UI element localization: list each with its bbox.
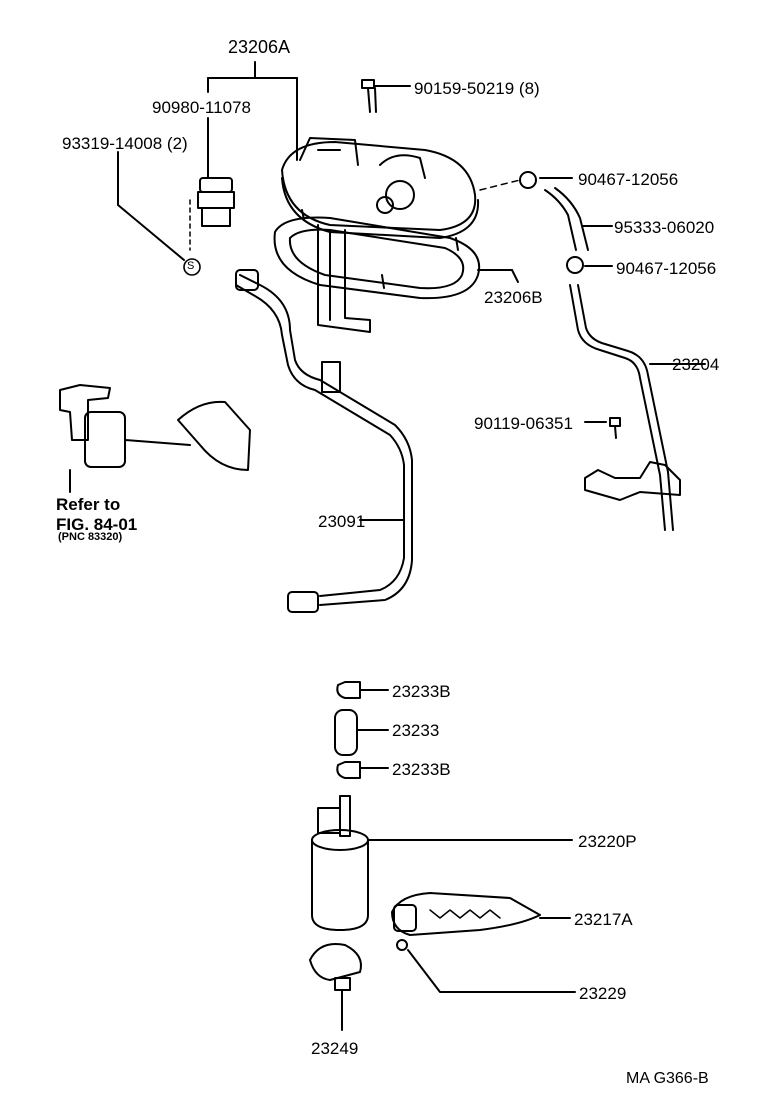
label-23249: 23249 xyxy=(311,1039,359,1058)
clamp-23233B-bottom-drawing xyxy=(336,761,389,779)
fuel-filter-drawing xyxy=(391,892,571,936)
sender-gauge-drawing xyxy=(59,384,251,493)
label-23220P: 23220P xyxy=(578,832,637,851)
ring-23229-drawing xyxy=(396,939,576,993)
label-23229: 23229 xyxy=(579,984,627,1003)
sender-connector-drawing xyxy=(189,177,235,251)
leader-93319 xyxy=(117,151,185,261)
label-23233B-bottom: 23233B xyxy=(392,760,451,779)
label-23206A: 23206A xyxy=(228,37,291,57)
label-90467-12056-bottom: 90467-12056 xyxy=(616,259,717,278)
cushion-23249-drawing xyxy=(309,943,362,1031)
bolt-90159-drawing xyxy=(361,79,411,113)
pump-bracket-drawing xyxy=(281,137,480,333)
label-fig-84-01: FIG. 84-01 xyxy=(56,515,138,534)
label-23217A: 23217A xyxy=(574,910,633,929)
label-23233B-top: 23233B xyxy=(392,682,451,701)
label-23204: 23204 xyxy=(672,355,720,374)
tube-23204-drawing xyxy=(569,284,706,531)
hose-drawing xyxy=(479,171,613,274)
hose-23233-drawing xyxy=(334,709,389,756)
label-23233: 23233 xyxy=(392,721,440,740)
label-90980-11078: 90980-11078 xyxy=(152,98,251,117)
label-23206B: 23206B xyxy=(484,288,543,307)
label-s-mark: S xyxy=(187,260,195,272)
label-90467-12056-top: 90467-12056 xyxy=(578,170,679,189)
label-90159-50219: 90159-50219 (8) xyxy=(414,79,540,98)
fuel-pump-drawing xyxy=(311,795,573,931)
label-pnc-83320: (PNC 83320) xyxy=(58,531,123,543)
label-95333-06020: 95333-06020 xyxy=(614,218,715,237)
diagram-code-footer: MA G366-B xyxy=(626,1070,709,1087)
label-90119-06351: 90119-06351 xyxy=(474,414,573,433)
gasket-23206B-drawing xyxy=(273,209,519,300)
clamp-23233B-top-drawing xyxy=(336,681,389,699)
label-refer-to: Refer to xyxy=(56,495,121,514)
label-23091: 23091 xyxy=(318,512,366,531)
s-mark-circle xyxy=(183,258,201,276)
hose-23091-drawing xyxy=(235,269,413,613)
label-93319-14008: 93319-14008 (2) xyxy=(62,134,188,153)
leader-23206A xyxy=(207,61,298,179)
